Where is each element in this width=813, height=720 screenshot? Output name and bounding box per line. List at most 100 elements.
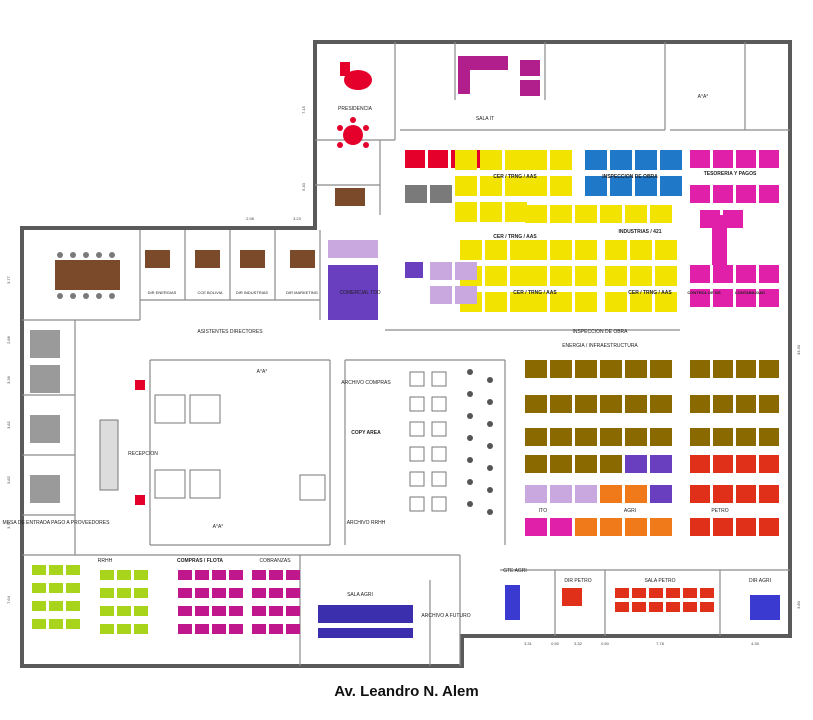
sala-petro-table bbox=[649, 588, 663, 598]
workstation-cer bbox=[480, 202, 502, 222]
workstation-cer bbox=[525, 292, 547, 312]
workstation-petro bbox=[713, 518, 733, 536]
workstation-cer bbox=[525, 266, 547, 286]
comercial-desk bbox=[328, 240, 378, 258]
workstation-compras bbox=[229, 570, 243, 580]
dir-agri-desk bbox=[750, 595, 780, 620]
sala-petro-table bbox=[700, 602, 714, 612]
dimension-d-377: 3.77 bbox=[6, 275, 11, 284]
workstation-compras bbox=[212, 570, 226, 580]
chair bbox=[467, 391, 473, 397]
workstation-energia bbox=[575, 455, 597, 473]
workstation-rrhh bbox=[100, 588, 114, 598]
workstation-cer bbox=[650, 205, 672, 223]
label-asistentes: ASISTENTES DIRECTORES bbox=[197, 329, 263, 335]
workstation-grey bbox=[405, 185, 427, 203]
workstation-petro bbox=[690, 518, 710, 536]
workstation-tesoreria bbox=[690, 265, 710, 283]
workstation-rrhh bbox=[134, 588, 148, 598]
label-contabilidad: CONTABILIDAD bbox=[735, 290, 765, 295]
workstation-petro bbox=[690, 455, 710, 473]
workstation-cer bbox=[630, 292, 652, 312]
dir-petro-desk bbox=[562, 588, 582, 606]
workstation-red bbox=[428, 150, 448, 168]
label-dir-petro: DIR PETRO bbox=[564, 578, 591, 584]
workstation-rrhh bbox=[49, 583, 63, 593]
workstation-energia bbox=[600, 428, 622, 446]
label-copy-area: COPY AREA bbox=[351, 430, 381, 436]
dimension-d-286: 2.86 bbox=[6, 335, 11, 344]
workstation-energia bbox=[650, 360, 672, 378]
workstation-obra bbox=[610, 150, 632, 170]
workstation-energia bbox=[575, 428, 597, 446]
workstation-energia bbox=[625, 360, 647, 378]
workstation-energia bbox=[525, 395, 547, 413]
workstation-cer bbox=[655, 240, 677, 260]
table bbox=[431, 471, 447, 487]
workstation-lavender bbox=[430, 262, 452, 280]
workstation-obra bbox=[635, 150, 657, 170]
workstation-compras bbox=[212, 588, 226, 598]
sala-it-desk bbox=[520, 80, 540, 96]
workstation-cer bbox=[630, 240, 652, 260]
workstation-petro bbox=[736, 455, 756, 473]
reception-chair bbox=[135, 380, 145, 390]
workstation-rrhh bbox=[49, 619, 63, 629]
workstation-cer bbox=[655, 266, 677, 286]
workstation-agri bbox=[650, 518, 672, 536]
workstation-obra bbox=[585, 176, 607, 196]
workstation-energia bbox=[713, 428, 733, 446]
label-cer3: CER / TRNG / AAS bbox=[513, 290, 557, 296]
workstation-compras bbox=[195, 624, 209, 634]
chair bbox=[487, 443, 493, 449]
workstation-tesoreria bbox=[723, 210, 743, 228]
workstation-agri bbox=[625, 518, 647, 536]
workstation-petro bbox=[736, 485, 756, 503]
meeting-chair bbox=[57, 293, 63, 299]
sala-it-desk bbox=[520, 60, 540, 76]
workstation-agri bbox=[600, 518, 622, 536]
workstation-cer bbox=[460, 240, 482, 260]
label-cer2: CER / TRNG / AAS bbox=[493, 234, 537, 240]
label-control: CONTROL DE GS bbox=[687, 290, 721, 295]
chair bbox=[467, 457, 473, 463]
workstation-cer bbox=[575, 240, 597, 260]
sala-petro-table bbox=[649, 602, 663, 612]
workstation-lavender bbox=[550, 485, 572, 503]
label-petro: PETRO bbox=[711, 508, 728, 514]
workstation-red bbox=[405, 150, 425, 168]
workstation-cobranzas bbox=[269, 606, 283, 616]
workstation-rrhh bbox=[32, 565, 46, 575]
workstation-rrhh bbox=[32, 583, 46, 593]
workstation-cer bbox=[485, 292, 507, 312]
dimension-d-372: 3.72 bbox=[6, 520, 11, 529]
chair bbox=[467, 435, 473, 441]
workstation-obra bbox=[585, 150, 607, 170]
workstation-rrhh bbox=[117, 606, 131, 616]
meeting-chair bbox=[70, 293, 76, 299]
workstation-compras bbox=[195, 570, 209, 580]
workstation-tesoreria bbox=[690, 185, 710, 203]
meeting-chair bbox=[83, 252, 89, 258]
workstation-cer bbox=[485, 266, 507, 286]
label-dir-energias: DIR ENERGIAS bbox=[148, 290, 177, 295]
workstation-cer bbox=[480, 176, 502, 196]
workstation-energia bbox=[525, 455, 547, 473]
label-agri: AGRI bbox=[624, 508, 636, 514]
elevator bbox=[189, 469, 221, 499]
workstation-cer bbox=[625, 205, 647, 223]
label-cer1: CER / TRNG / AAS bbox=[493, 174, 537, 180]
elevator bbox=[189, 394, 221, 424]
workstation-rrhh bbox=[49, 565, 63, 575]
workstation-compras bbox=[212, 606, 226, 616]
workstation-cer bbox=[525, 150, 547, 170]
meeting-table bbox=[55, 260, 120, 290]
workstation-petro bbox=[713, 455, 733, 473]
workstation-tesoreria bbox=[713, 289, 733, 307]
label-cce-bolivia: CCE BOLIVIA bbox=[197, 290, 222, 295]
reception-desk bbox=[99, 419, 119, 491]
dimension-d-380: 3.80 bbox=[796, 600, 801, 609]
table bbox=[431, 421, 447, 437]
